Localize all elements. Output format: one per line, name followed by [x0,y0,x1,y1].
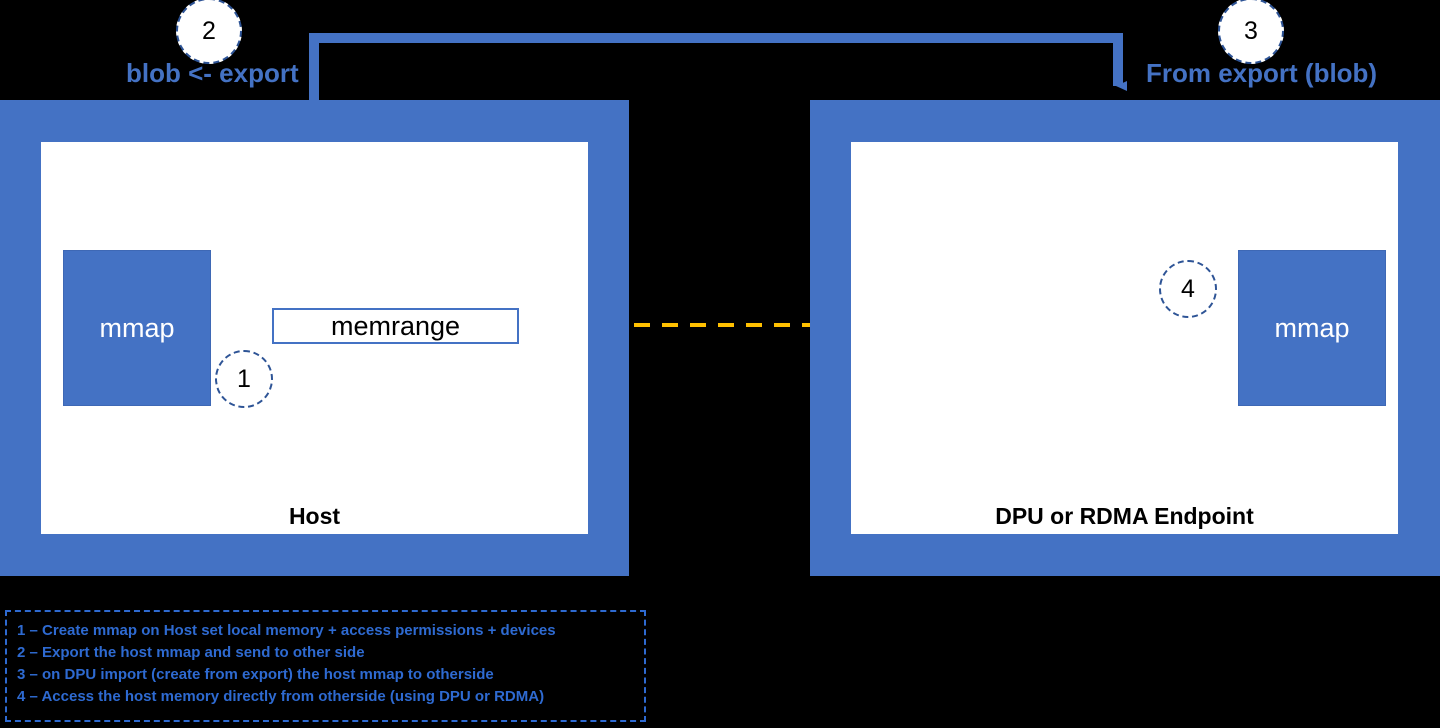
host-panel-title: Host [288,503,341,529]
step-marker-2-label: 2 [202,16,216,45]
step-marker-1-circle: 1 [215,350,273,408]
dpu-panel-title: DPU or RDMA Endpoint [995,503,1254,529]
step-marker-1-label: 1 [237,364,251,393]
step-marker-4-circle: 4 [1159,260,1217,318]
step-marker-2-circle: 2 [176,0,242,64]
legend-line-4: 4 – Access the host memory directly from… [17,688,545,705]
step-marker-3-circle: 3 [1218,0,1284,64]
dpu-mmap-label: mmap [1274,312,1350,343]
host-mmap-block: mmap [63,250,211,406]
export-connector-path [309,33,1127,100]
host-mmap-label: mmap [99,312,175,343]
import-label: From export (blob) [1146,58,1378,88]
memrange-block: memrange [272,308,519,344]
legend-line-3: 3 – on DPU import (create from export) t… [17,666,494,683]
legend-line-2: 2 – Export the host mmap and send to oth… [17,644,365,661]
legend-box: 1 – Create mmap on Host set local memory… [5,610,646,722]
memrange-label: memrange [330,310,461,341]
legend-line-1: 1 – Create mmap on Host set local memory… [17,622,556,639]
step-marker-4-label: 4 [1181,274,1195,303]
dpu-mmap-block: mmap [1238,250,1386,406]
export-label: blob <- export [126,58,299,88]
step-marker-3-label: 3 [1244,16,1258,45]
